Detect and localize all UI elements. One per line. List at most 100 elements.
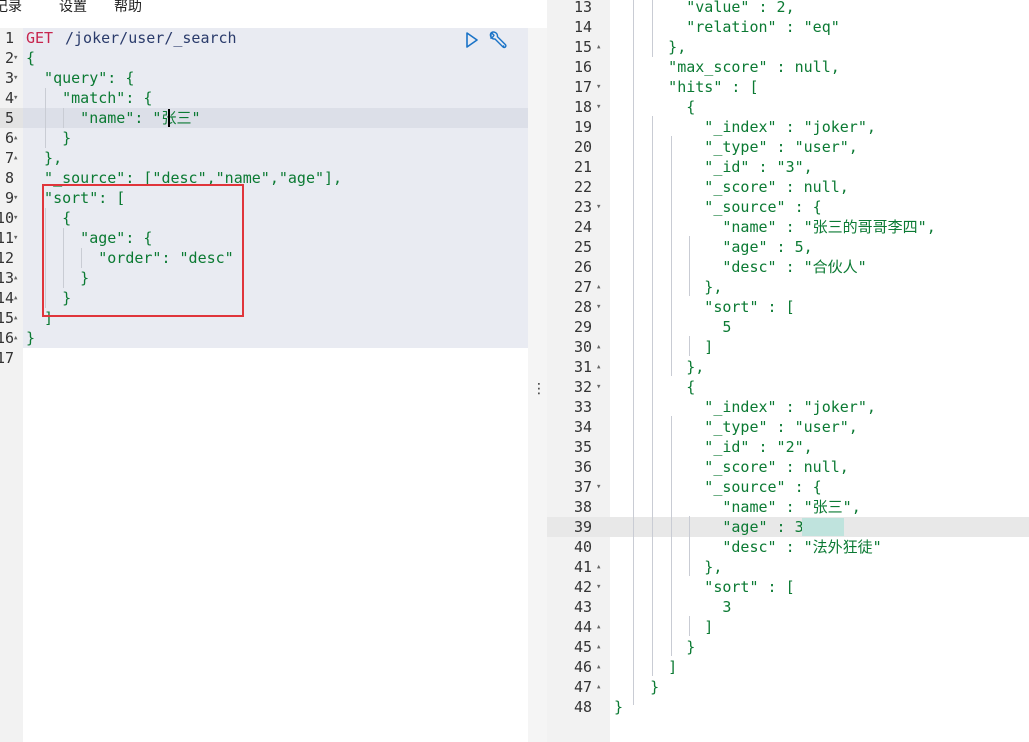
line-number: 31 [573, 358, 592, 376]
line-number: 39 [573, 518, 592, 536]
code-line: }, [614, 38, 687, 56]
code-line: ] [614, 658, 678, 676]
resize-handle-icon[interactable]: ⋮ [532, 381, 546, 397]
code-line: "age": { [26, 229, 153, 247]
line-number: 33 [573, 398, 592, 416]
play-icon[interactable] [465, 32, 479, 48]
fold-icon[interactable]: ▴ [596, 42, 602, 52]
indent-guide [45, 88, 46, 148]
menu-settings[interactable]: 设置 [59, 0, 87, 15]
code-line: }, [614, 278, 723, 296]
fold-icon[interactable]: ▴ [596, 282, 602, 292]
fold-icon[interactable]: ▾ [13, 73, 19, 83]
line-number: 41 [573, 558, 592, 576]
line-number: 6 [4, 129, 14, 147]
fold-icon[interactable]: ▾ [13, 53, 19, 63]
line-number: 13 [0, 269, 14, 287]
code-line: 3 [614, 598, 732, 616]
line-number: 29 [573, 318, 592, 336]
request-editor-empty-area[interactable] [23, 348, 528, 742]
code-line: }, [26, 149, 63, 167]
line-number: 14 [0, 289, 14, 307]
line-number: 22 [573, 178, 592, 196]
code-line: } [26, 289, 72, 307]
fold-icon[interactable]: ▴ [596, 682, 602, 692]
line-number: 17 [0, 349, 14, 367]
line-number: 20 [573, 138, 592, 156]
fold-icon[interactable]: ▾ [596, 202, 602, 212]
line-number: 14 [573, 18, 592, 36]
line-number: 40 [573, 538, 592, 556]
fold-icon[interactable]: ▾ [13, 213, 19, 223]
code-line: }, [614, 558, 723, 576]
code-line: "_id" : "3", [614, 158, 813, 176]
fold-icon[interactable]: ▴ [13, 293, 19, 303]
search-match-highlight [802, 518, 844, 536]
line-number: 7 [4, 149, 14, 167]
fold-icon[interactable]: ▴ [13, 313, 19, 323]
line-number: 25 [573, 238, 592, 256]
fold-icon[interactable]: ▴ [596, 342, 602, 352]
fold-icon[interactable]: ▾ [13, 233, 19, 243]
line-number: 11 [0, 229, 14, 247]
fold-icon[interactable]: ▴ [13, 273, 19, 283]
fold-icon[interactable]: ▴ [13, 133, 19, 143]
wrench-icon[interactable] [487, 30, 509, 52]
fold-icon[interactable]: ▾ [596, 382, 602, 392]
fold-icon[interactable]: ▾ [13, 93, 19, 103]
request-editor[interactable] [23, 28, 528, 348]
code-line: ] [614, 338, 714, 356]
indent-guide [689, 336, 690, 356]
response-gutter [547, 0, 610, 742]
indent-guide [689, 616, 690, 636]
indent-guide [63, 108, 64, 128]
fold-icon[interactable]: ▾ [596, 482, 602, 492]
fold-icon[interactable]: ▾ [596, 102, 602, 112]
indent-guide [81, 248, 82, 268]
indent-guide [671, 416, 672, 656]
fold-icon[interactable]: ▴ [596, 662, 602, 672]
fold-icon[interactable]: ▾ [596, 582, 602, 592]
fold-icon[interactable]: ▾ [596, 82, 602, 92]
response-viewer[interactable] [610, 0, 1029, 742]
code-line: "age" : 3, [614, 518, 813, 536]
code-line: "_source" : { [614, 478, 822, 496]
line-number: 34 [573, 418, 592, 436]
line-number: 5 [4, 109, 14, 127]
fold-icon[interactable]: ▴ [596, 622, 602, 632]
code-line: "_source": ["desc","name","age"], [26, 169, 343, 187]
line-number: 2 [4, 49, 14, 67]
fold-icon[interactable]: ▴ [13, 333, 19, 343]
code-line: "name" : "张三", [614, 498, 861, 516]
fold-icon[interactable]: ▴ [596, 562, 602, 572]
code-line: } [26, 329, 36, 347]
pane-resize-divider[interactable] [528, 28, 547, 742]
fold-icon[interactable]: ▴ [13, 153, 19, 163]
code-line: "relation" : "eq" [614, 18, 840, 36]
code-line: { [26, 49, 36, 67]
code-line: "order": "desc" [26, 249, 234, 267]
menu-history[interactable]: 记录 [0, 0, 22, 15]
line-number: 46 [573, 658, 592, 676]
code-line: "desc" : "法外狂徒" [614, 538, 882, 556]
line-number: 13 [573, 0, 592, 16]
code-line: "_index" : "joker", [614, 398, 876, 416]
code-line: } [614, 638, 696, 656]
code-line: 5 [614, 318, 732, 336]
fold-icon[interactable]: ▴ [596, 642, 602, 652]
code-line: "query": { [26, 69, 135, 87]
code-line: "_index" : "joker", [614, 118, 876, 136]
line-number: 9 [4, 189, 14, 207]
code-line: "name" : "张三的哥哥李四", [614, 218, 936, 236]
code-line: "sort" : [ [614, 578, 795, 596]
code-line: } [26, 129, 72, 147]
line-number: 16 [573, 58, 592, 76]
fold-icon[interactable]: ▴ [596, 362, 602, 372]
code-line: "hits" : [ [614, 78, 759, 96]
request-gutter [0, 28, 23, 742]
fold-icon[interactable]: ▾ [596, 302, 602, 312]
fold-icon[interactable]: ▾ [13, 193, 19, 203]
menu-help[interactable]: 帮助 [114, 0, 142, 15]
indent-guide [689, 516, 690, 576]
code-line: "_type" : "user", [614, 138, 858, 156]
